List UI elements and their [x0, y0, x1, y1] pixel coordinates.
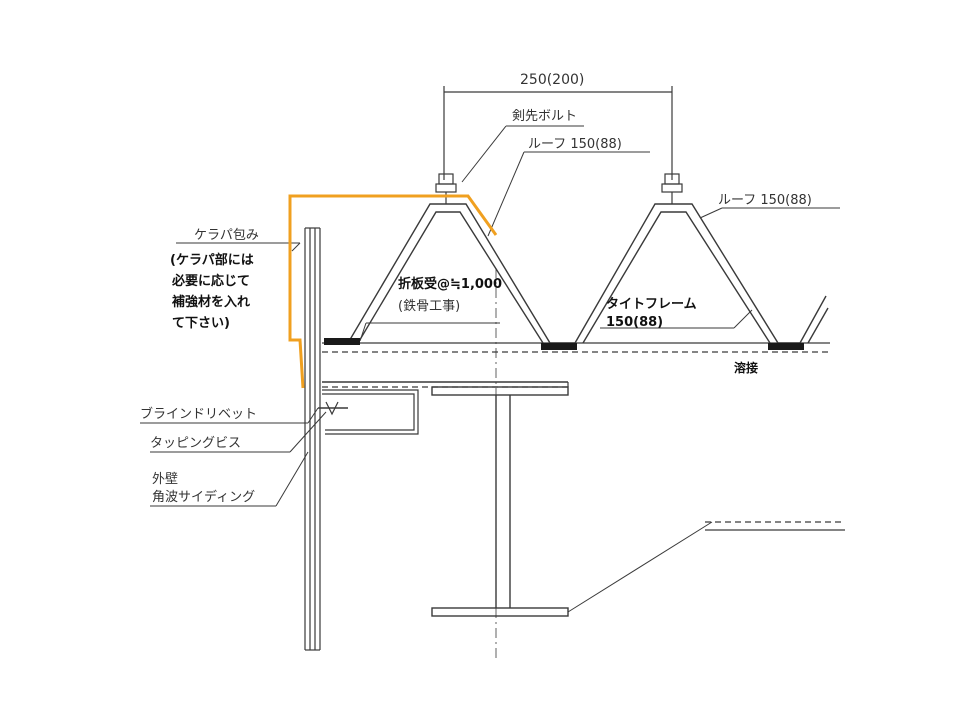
note-line-3: 補強材を入れ [171, 294, 250, 310]
leader-lines [140, 125, 840, 613]
bolt-label: 剣先ボルト [512, 109, 577, 124]
bolt-left [435, 173, 457, 204]
purlin-label-2: (鉄骨工事) [398, 299, 460, 314]
wall-label-2: 角波サイディング [152, 489, 255, 505]
labels: 250(200) 剣先ボルト ルーフ 150(88) ルーフ 150(88) ケ… [140, 72, 812, 505]
weld-pads [324, 338, 804, 350]
note-line-1: (ケラパ部には [170, 252, 254, 268]
span-dimension [443, 86, 673, 180]
purlin-label-1: 折板受@≒1,000 [398, 276, 502, 292]
tight-frame-label-1: タイトフレーム [606, 297, 697, 312]
drawing-lines [140, 86, 845, 660]
note-line-2: 必要に応じて [171, 273, 250, 289]
span-label: 250(200) [520, 72, 584, 88]
lower-dashed [705, 521, 845, 531]
i-beam [431, 268, 569, 660]
rivet-label: ブラインドリベット [140, 406, 257, 422]
wall-label-1: 外壁 [152, 472, 178, 487]
roof-label-b: ルーフ 150(88) [718, 193, 812, 208]
screw-label: タッピングビス [150, 436, 241, 451]
wall-panel [304, 227, 321, 651]
note-line-4: て下さい) [172, 316, 230, 331]
rivet [318, 401, 348, 416]
kerapa-flashing [288, 194, 498, 389]
kerapa-label: ケラパ包み [194, 228, 259, 243]
bracket [322, 389, 419, 435]
tight-frame-label-2: 150(88) [606, 315, 663, 330]
roof-plate [347, 203, 829, 344]
roof-label-a: ルーフ 150(88) [528, 137, 622, 152]
bolt-right [661, 173, 683, 204]
weld-label: 溶接 [734, 360, 758, 375]
